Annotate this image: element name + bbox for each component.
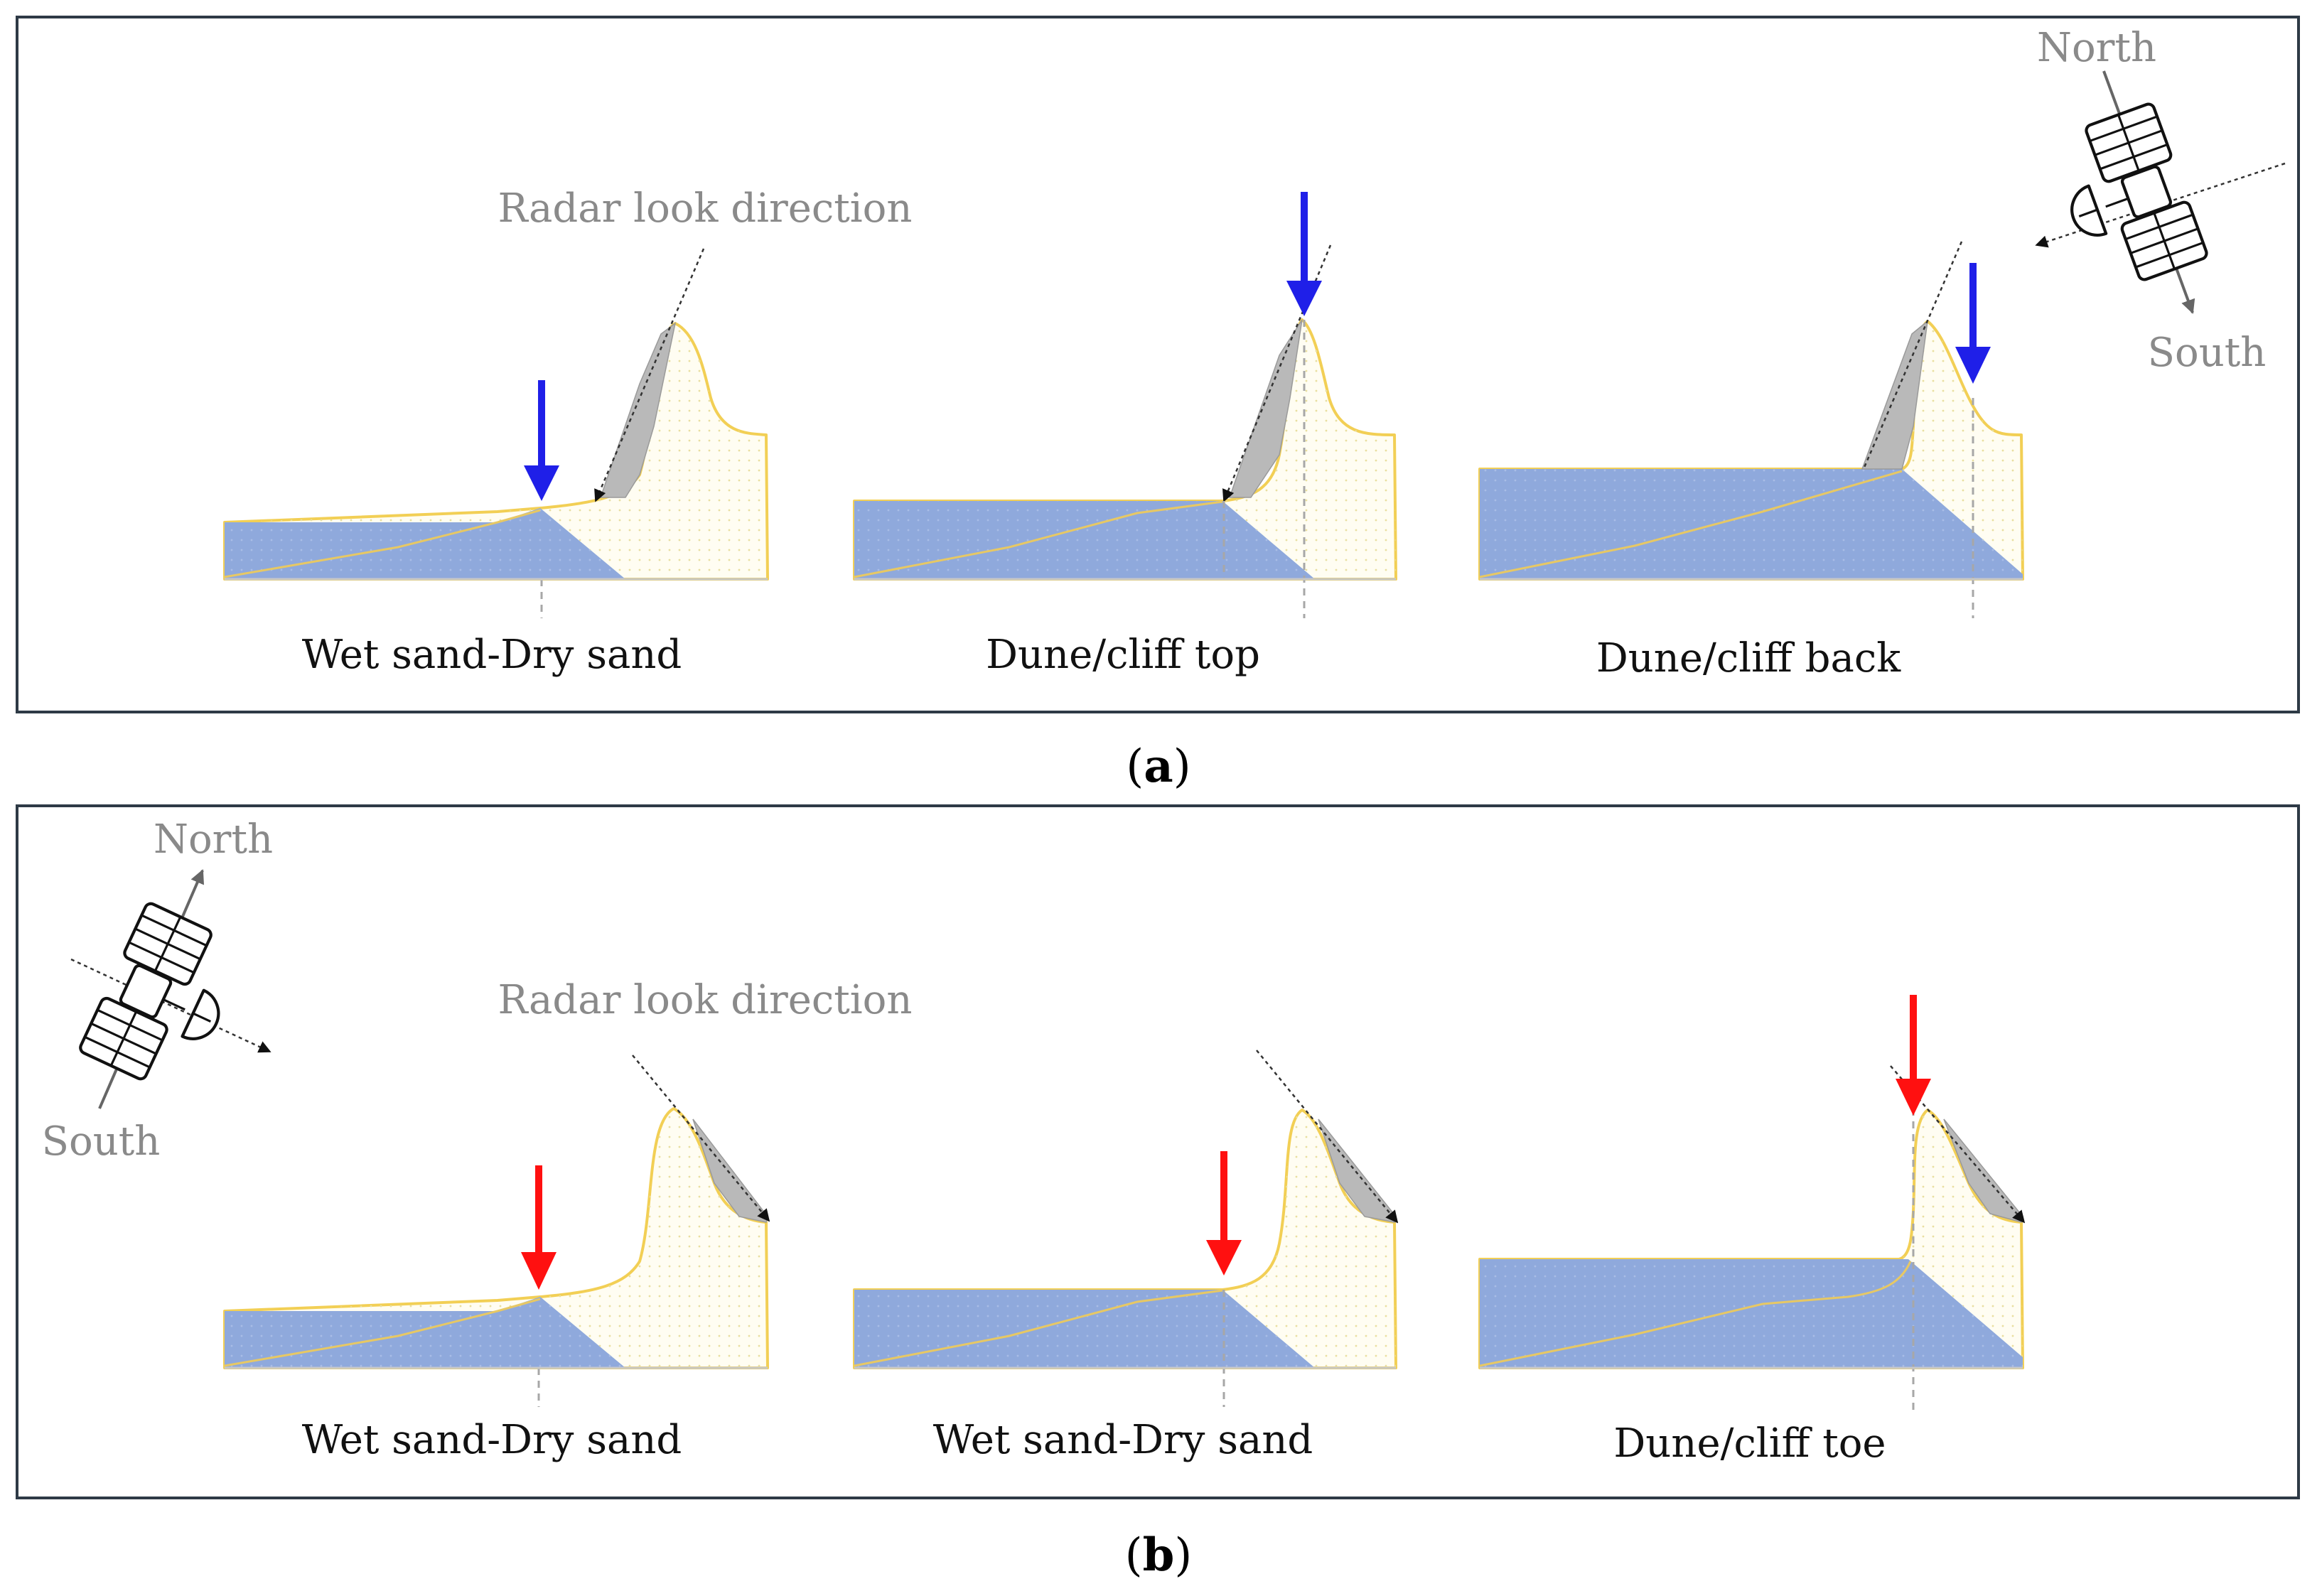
blue-marker-arrow: [1955, 263, 1991, 384]
radar-shadow: [1861, 320, 1928, 470]
radar-shadow: [692, 1118, 768, 1223]
profile-label: Dune/cliff toe: [1613, 1420, 1886, 1467]
panel-b-profile-2: Wet sand-Dry sand: [853, 1050, 1399, 1463]
red-marker-arrow: [1896, 995, 1931, 1116]
south-label: South: [42, 1118, 161, 1165]
panel-a-frame: [16, 16, 2300, 713]
profile-label: Wet sand-Dry sand: [302, 1417, 682, 1463]
shoreline: [224, 1298, 541, 1367]
look-ray: [1890, 1065, 2026, 1224]
look-direction-label: Radar look direction: [498, 185, 913, 232]
north-label: North: [154, 816, 273, 863]
panel-b-frame: [16, 804, 2300, 1499]
profile-label: Wet sand-Dry sand: [302, 632, 682, 678]
red-marker-arrow: [1206, 1151, 1242, 1276]
compass-b: North South: [42, 816, 273, 1165]
satellite-icon: [79, 902, 251, 1099]
panel-a: Wet sand-Dry sand Dune/cliff top: [16, 16, 2300, 793]
look-direction-label: Radar look direction: [498, 977, 913, 1023]
panel-b: Wet sand-Dry sand Wet sand-Dry sand: [16, 804, 2300, 1582]
south-label: South: [2148, 330, 2267, 376]
shoreline: [854, 500, 1223, 578]
caption-a: (a): [1126, 740, 1190, 793]
shoreline: [224, 509, 541, 578]
panel-b-profile-1: Wet sand-Dry sand: [223, 1055, 770, 1463]
red-marker-arrow: [521, 1165, 557, 1290]
look-ray: [1862, 241, 1963, 470]
profile-label: Dune/cliff top: [986, 632, 1260, 678]
blue-marker-arrow: [524, 380, 559, 501]
radar-shadow: [1318, 1118, 1397, 1223]
look-ray: [594, 248, 705, 502]
panel-a-profile-1: Wet sand-Dry sand: [223, 248, 769, 678]
profile-label: Dune/cliff back: [1596, 635, 1901, 681]
satellite-icon: [2045, 102, 2208, 296]
radar-shadow: [599, 322, 677, 498]
panel-b-profile-3: Dune/cliff toe: [1478, 995, 2026, 1467]
caption-b: (b): [1125, 1528, 1193, 1582]
look-ray: [632, 1055, 770, 1222]
panel-a-profile-2: Dune/cliff top: [853, 192, 1397, 678]
look-ray: [1256, 1050, 1399, 1224]
profile-label: Wet sand-Dry sand: [933, 1417, 1313, 1463]
shoreline: [1479, 1261, 1912, 1367]
shoreline: [854, 1289, 1223, 1367]
compass-a: North South: [2035, 25, 2286, 376]
north-label: North: [2037, 25, 2156, 71]
blue-marker-arrow: [1286, 192, 1322, 316]
shoreline: [1479, 470, 1903, 578]
radar-shadow: [1228, 319, 1303, 498]
panel-a-profile-3: Dune/cliff back: [1478, 241, 2024, 681]
